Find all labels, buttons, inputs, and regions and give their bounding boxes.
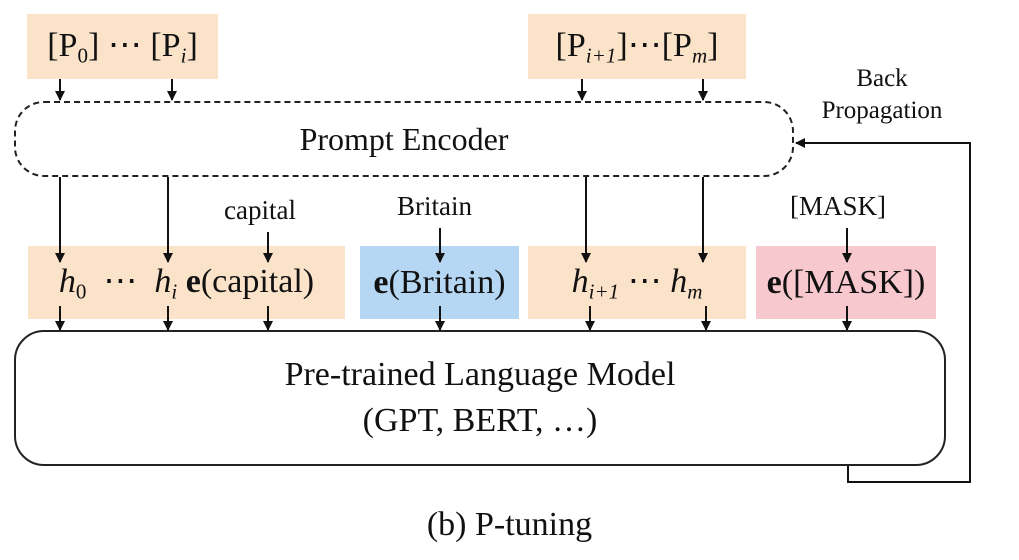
prompt-encoder-label: Prompt Encoder (299, 120, 509, 157)
pretrained-language-model: Pre-trained Language Model (GPT, BERT, …… (14, 330, 946, 466)
embedding-box-left: h0 ⋯ hi e(capital) (28, 246, 345, 319)
back-propagation-arrow (795, 138, 971, 483)
figure-caption: (b) P-tuning (426, 506, 593, 543)
input-mask-label: [MASK] (790, 191, 887, 221)
input-capital-label: capital (224, 195, 296, 225)
plm-title: Pre-trained Language Model (284, 356, 676, 393)
back-propagation-label: Back Propagation (821, 65, 943, 124)
prompt-encoder: Prompt Encoder (14, 101, 794, 177)
input-britain-label: Britain (397, 191, 472, 221)
plm-subtitle: (GPT, BERT, …) (362, 402, 598, 439)
prompt-tokens-right: [Pi+1]⋯[Pm] (528, 14, 746, 79)
embedding-box-right: hi+1 ⋯ hm (528, 246, 746, 319)
prompt-tokens-left: [P0] ⋯ [Pi] (27, 14, 218, 79)
